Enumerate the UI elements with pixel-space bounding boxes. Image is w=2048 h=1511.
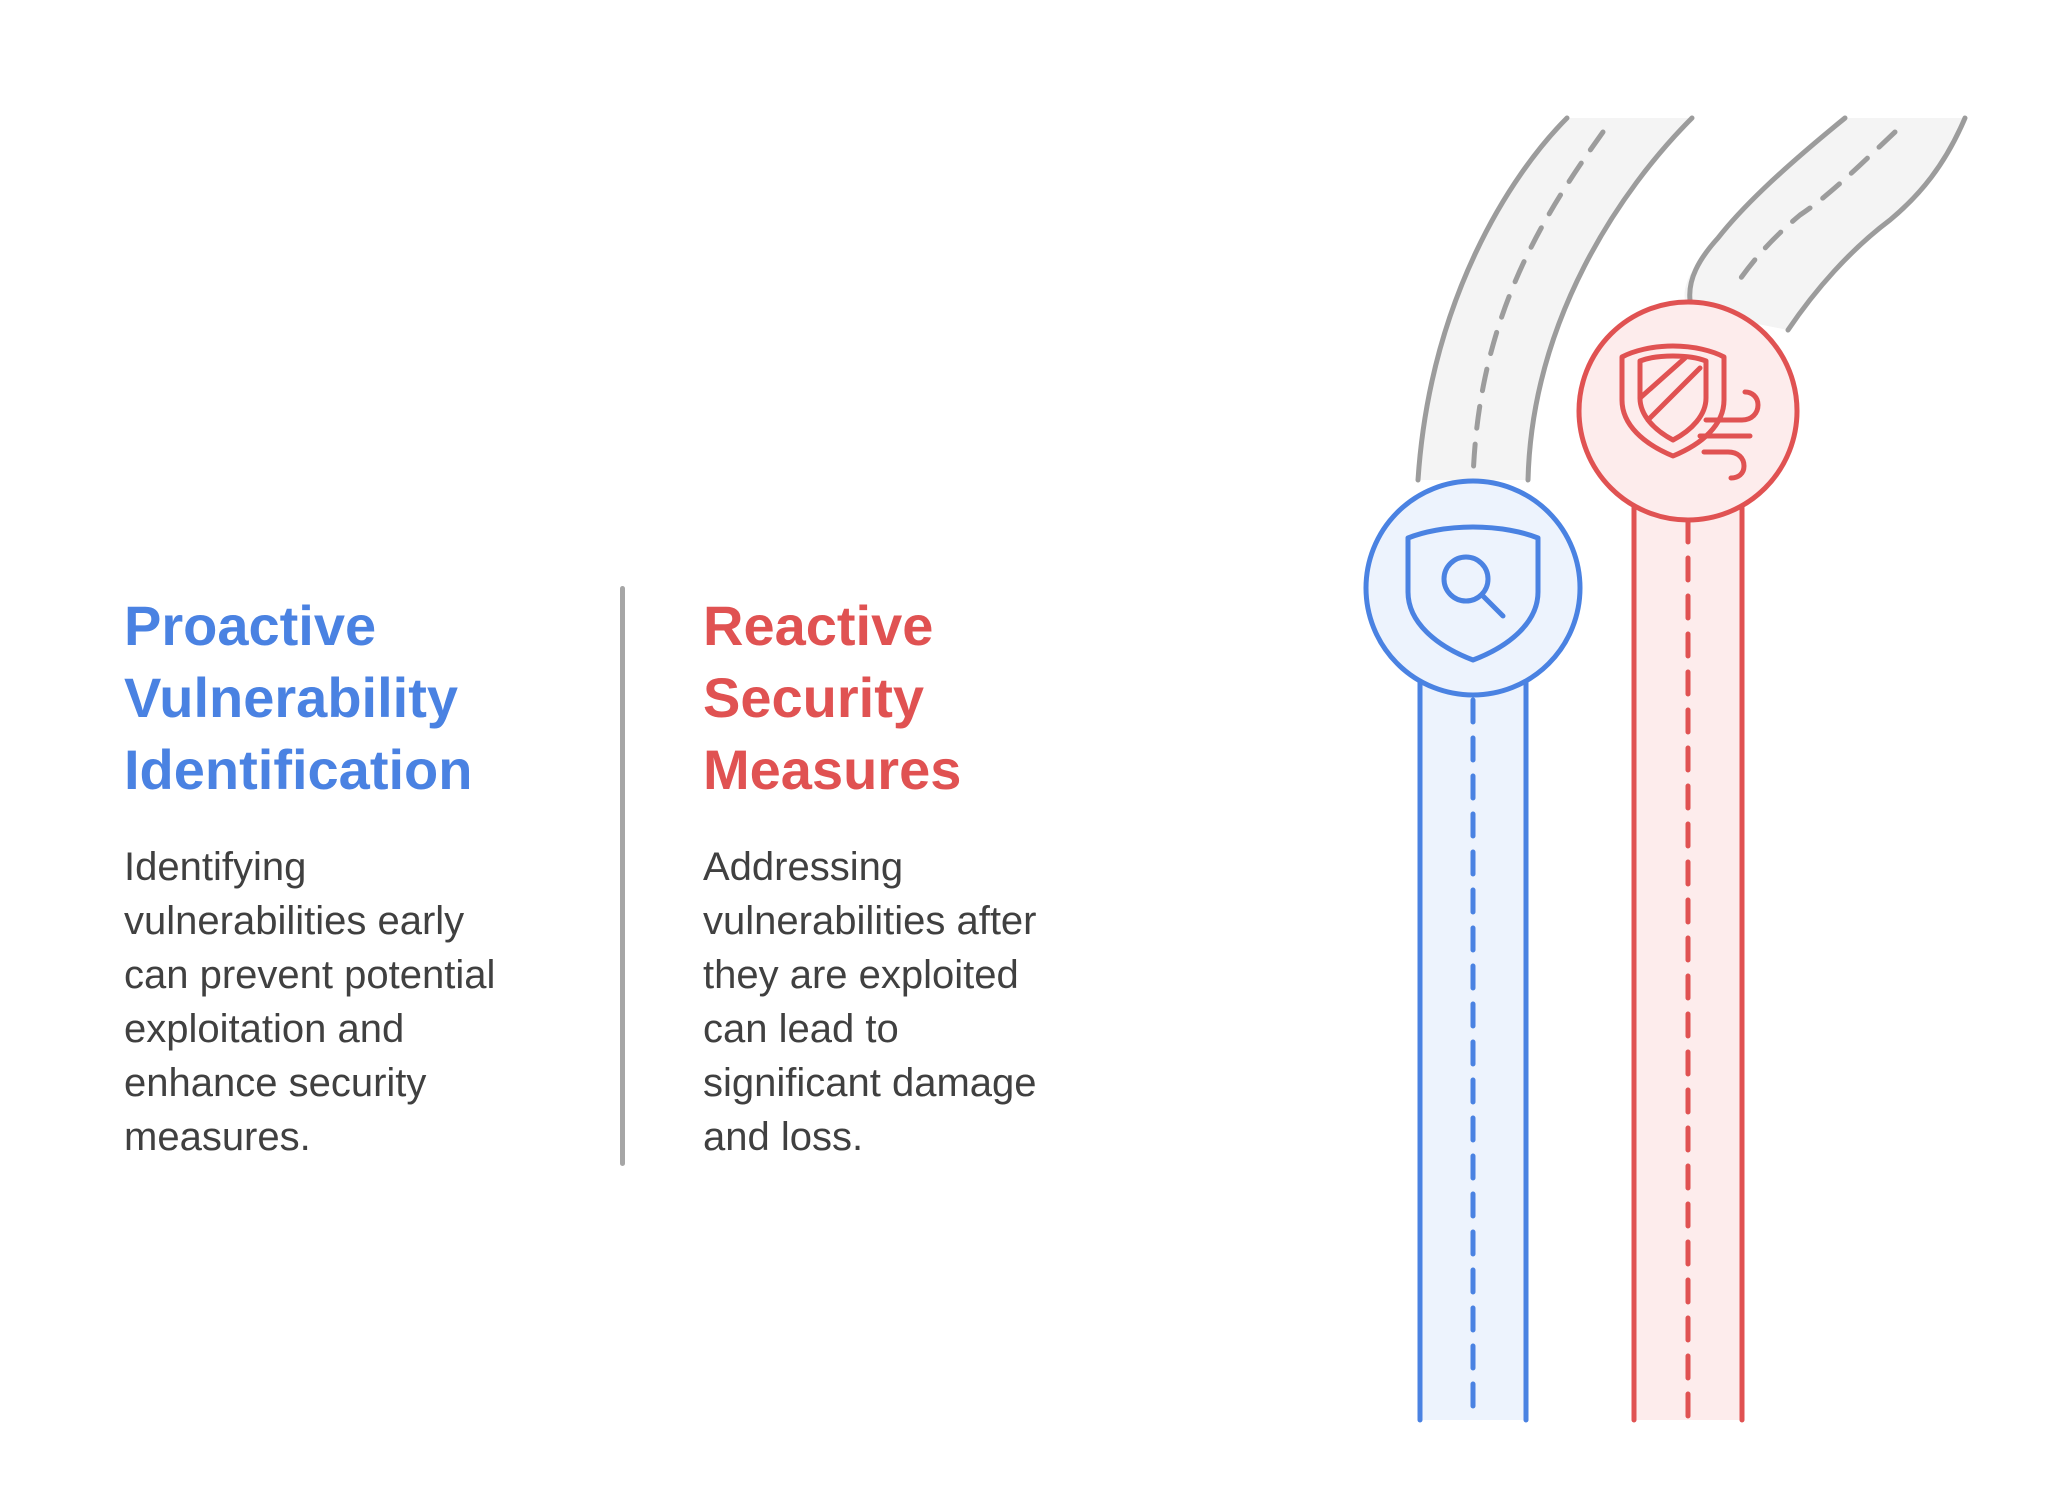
shield-wind-icon bbox=[1619, 343, 1761, 481]
proactive-desc-line: enhance security bbox=[124, 1061, 427, 1105]
reactive-road bbox=[1576, 115, 1968, 1423]
proactive-road-upper bbox=[1418, 118, 1692, 480]
reactive-node bbox=[1576, 299, 1800, 523]
reactive-desc-line: can lead to bbox=[703, 1007, 899, 1051]
proactive-title-line: Vulnerability bbox=[124, 666, 459, 729]
proactive-title: Proactive Vulnerability Identification bbox=[124, 590, 584, 806]
proactive-description: Identifying vulnerabilities early can pr… bbox=[124, 840, 584, 1164]
proactive-title-line: Identification bbox=[124, 738, 473, 801]
reactive-column: Reactive Security Measures Addressing vu… bbox=[703, 590, 1163, 1164]
reactive-road-centerline bbox=[1735, 129, 1898, 285]
proactive-road bbox=[1363, 115, 1695, 1423]
reactive-desc-line: Addressing bbox=[703, 845, 904, 889]
reactive-desc-line: significant damage bbox=[703, 1061, 1037, 1105]
reactive-desc-line: and loss. bbox=[703, 1115, 864, 1159]
reactive-description: Addressing vulnerabilities after they ar… bbox=[703, 840, 1163, 1164]
proactive-column: Proactive Vulnerability Identification I… bbox=[124, 590, 584, 1164]
proactive-road-edge bbox=[1525, 115, 1695, 483]
shield-search-icon bbox=[1405, 524, 1541, 663]
reactive-desc-line: vulnerabilities after bbox=[703, 899, 1037, 943]
reactive-title-line: Measures bbox=[703, 738, 962, 801]
proactive-desc-line: vulnerabilities early bbox=[124, 899, 465, 943]
proactive-desc-line: measures. bbox=[124, 1115, 311, 1159]
reactive-road-upper bbox=[1684, 118, 1965, 330]
proactive-desc-line: Identifying bbox=[124, 845, 307, 889]
reactive-road-edge bbox=[1785, 115, 1968, 333]
proactive-road-centerline bbox=[1470, 129, 1606, 483]
proactive-node bbox=[1363, 478, 1583, 698]
proactive-desc-line: exploitation and bbox=[124, 1007, 405, 1051]
column-divider bbox=[620, 586, 625, 1166]
reactive-title-line: Reactive bbox=[703, 594, 934, 657]
proactive-road-edge bbox=[1415, 115, 1570, 483]
reactive-title-line: Security bbox=[703, 666, 924, 729]
proactive-title-line: Proactive bbox=[124, 594, 377, 657]
reactive-desc-line: they are exploited bbox=[703, 953, 1019, 997]
proactive-desc-line: can prevent potential bbox=[124, 953, 496, 997]
reactive-title: Reactive Security Measures bbox=[703, 590, 1163, 806]
reactive-road-edge bbox=[1687, 115, 1848, 303]
